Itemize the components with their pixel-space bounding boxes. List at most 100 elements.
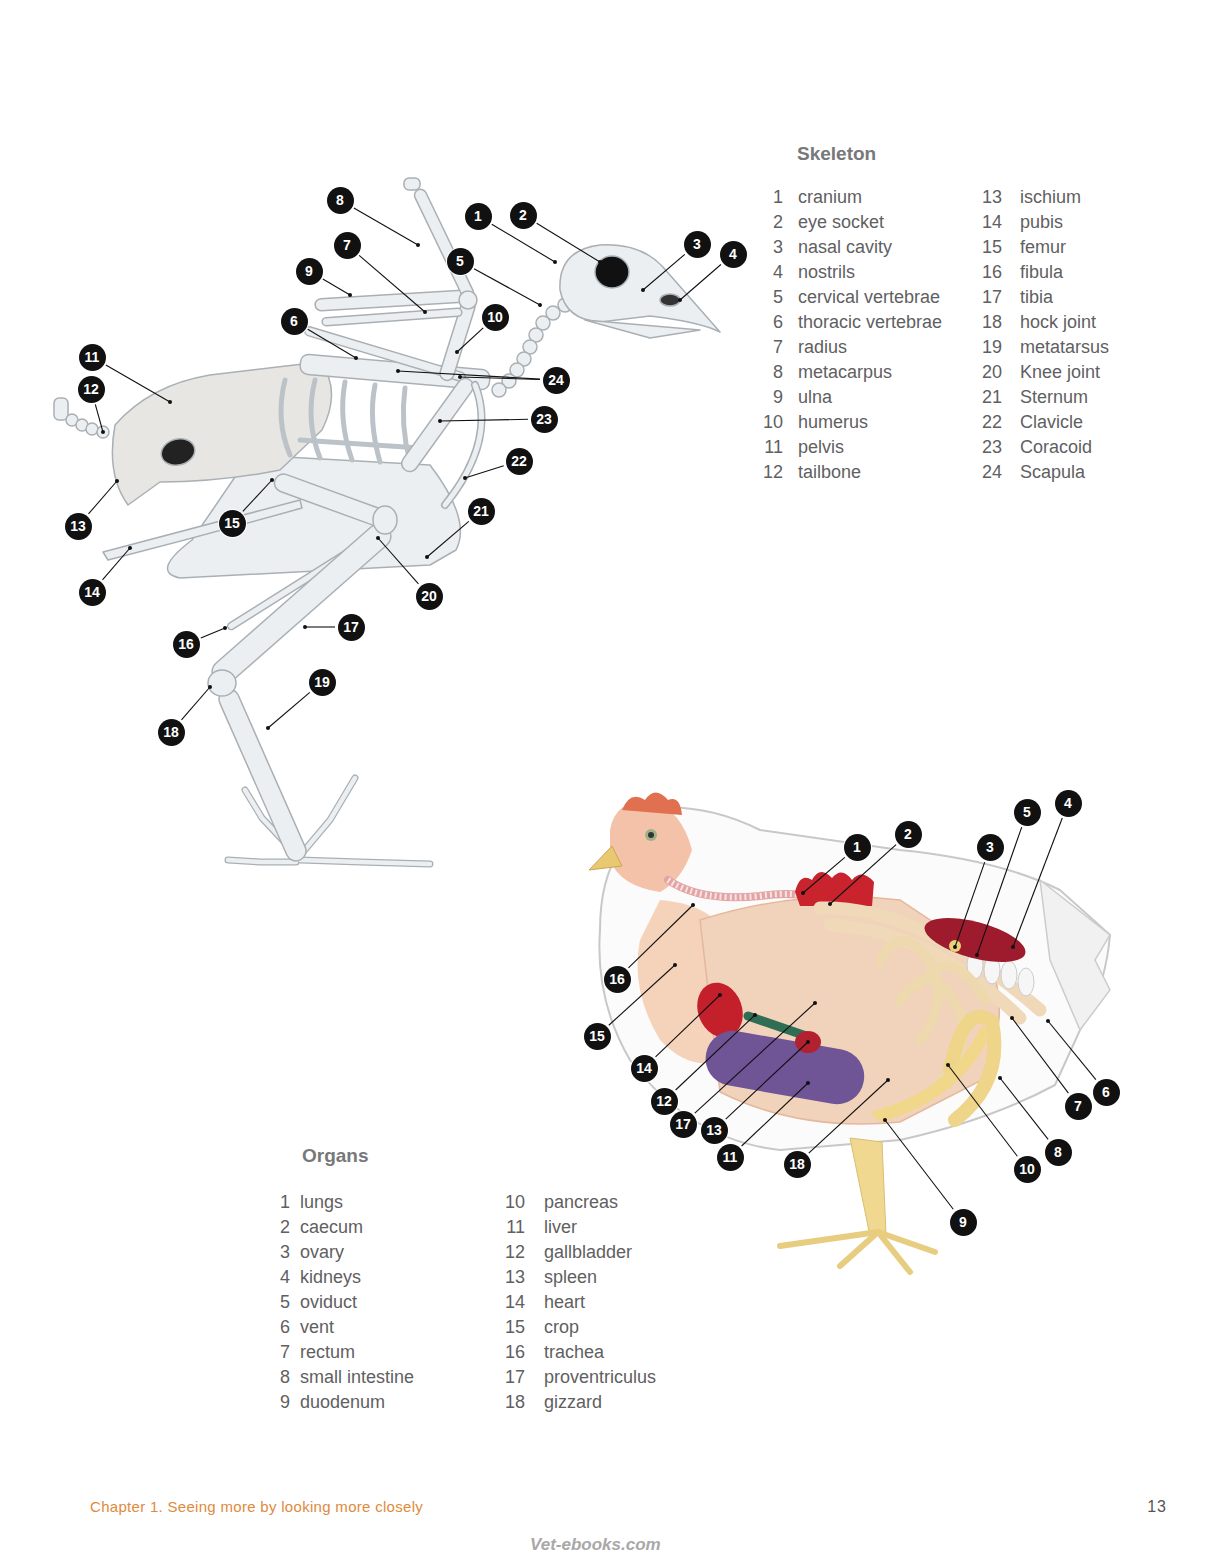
leader-line	[460, 377, 540, 380]
list-name: cervical vertebrae	[798, 286, 940, 308]
leader-line	[492, 224, 555, 262]
callout-number: 8	[327, 187, 354, 214]
leader-line	[680, 264, 721, 300]
list-number: 24	[982, 461, 1002, 483]
callout-number: 21	[468, 498, 495, 525]
leader-dot	[806, 1081, 810, 1085]
list-name: Knee joint	[1020, 361, 1100, 383]
leader-line	[977, 827, 1022, 955]
callout-number: 3	[684, 231, 711, 258]
list-number: 8	[280, 1366, 290, 1388]
list-number: 10	[505, 1191, 525, 1213]
list-name: nasal cavity	[798, 236, 892, 258]
list-name: spleen	[544, 1266, 597, 1288]
leader-dot	[1010, 1016, 1014, 1020]
leader-dot	[598, 260, 602, 264]
leader-line	[201, 628, 225, 638]
list-name: metacarpus	[798, 361, 892, 383]
list-name: kidneys	[300, 1266, 361, 1288]
leader-dot	[678, 298, 682, 302]
leader-line	[809, 1080, 888, 1153]
list-number: 15	[505, 1316, 525, 1338]
leader-dot	[828, 902, 832, 906]
list-number: 3	[773, 236, 783, 258]
callout-number: 23	[531, 406, 558, 433]
page-number: 13	[1147, 1497, 1167, 1517]
list-number: 13	[982, 186, 1002, 208]
list-number: 6	[773, 311, 783, 333]
leader-line	[378, 538, 418, 584]
leader-line	[102, 548, 130, 580]
list-number: 2	[773, 211, 783, 233]
leader-line	[628, 905, 693, 968]
leader-line	[323, 279, 350, 295]
callout-number: 8	[1045, 1139, 1072, 1166]
list-name: nostrils	[798, 261, 855, 283]
leader-dot	[425, 555, 429, 559]
list-name: crop	[544, 1316, 579, 1338]
list-heading: Organs	[302, 1145, 369, 1167]
list-number: 17	[982, 286, 1002, 308]
leader-line	[955, 862, 985, 947]
list-name: Clavicle	[1020, 411, 1083, 433]
leader-line	[106, 365, 170, 402]
leader-dot	[806, 1040, 810, 1044]
leader-dot	[801, 891, 805, 895]
leader-dot	[115, 479, 119, 483]
callout-number: 18	[158, 719, 185, 746]
callout-number: 22	[506, 448, 533, 475]
skeleton-bones	[54, 178, 720, 864]
leader-line	[243, 480, 272, 511]
leader-dot	[270, 478, 274, 482]
leader-dot	[998, 1076, 1002, 1080]
list-number: 22	[982, 411, 1002, 433]
list-number: 8	[773, 361, 783, 383]
leader-line	[88, 481, 117, 514]
callout-number: 19	[309, 669, 336, 696]
leader-dot	[455, 350, 459, 354]
list-number: 3	[280, 1241, 290, 1263]
leader-dot	[438, 419, 442, 423]
leader-dot	[553, 260, 557, 264]
list-name: Scapula	[1020, 461, 1085, 483]
leader-line	[95, 404, 103, 432]
footer-text: Chapter 1. Seeing more by looking more c…	[90, 1497, 423, 1517]
list-name: tibia	[1020, 286, 1053, 308]
list-name: hock joint	[1020, 311, 1096, 333]
leader-line	[354, 208, 418, 245]
callout-number: 9	[296, 258, 323, 285]
leader-dot	[168, 400, 172, 404]
list-number: 23	[982, 436, 1002, 458]
list-name: pancreas	[544, 1191, 618, 1213]
list-name: duodenum	[300, 1391, 385, 1413]
leader-dot	[223, 626, 227, 630]
callout-number: 5	[1014, 799, 1041, 826]
callout-number: 15	[584, 1023, 611, 1050]
list-number: 20	[982, 361, 1002, 383]
list-number: 11	[506, 1216, 525, 1238]
list-name: tailbone	[798, 461, 861, 483]
list-number: 1	[280, 1191, 290, 1213]
list-number: 9	[773, 386, 783, 408]
list-name: trachea	[544, 1341, 604, 1363]
leader-dot	[354, 356, 358, 360]
leader-line	[308, 329, 356, 358]
callout-number: 4	[720, 241, 747, 268]
callout-number: 14	[79, 579, 106, 606]
list-name: gizzard	[544, 1391, 602, 1413]
callout-number: 13	[701, 1117, 728, 1144]
leader-dot	[1011, 945, 1015, 949]
callout-number: 4	[1055, 790, 1082, 817]
list-number: 21	[982, 386, 1002, 408]
leader-dot	[975, 953, 979, 957]
watermark: Vet-ebooks.com	[530, 1535, 661, 1555]
list-name: ovary	[300, 1241, 344, 1263]
list-name: cranium	[798, 186, 862, 208]
organs	[638, 872, 1041, 1124]
list-number: 10	[763, 411, 783, 433]
list-name: heart	[544, 1291, 585, 1313]
callout-number: 18	[784, 1151, 811, 1178]
